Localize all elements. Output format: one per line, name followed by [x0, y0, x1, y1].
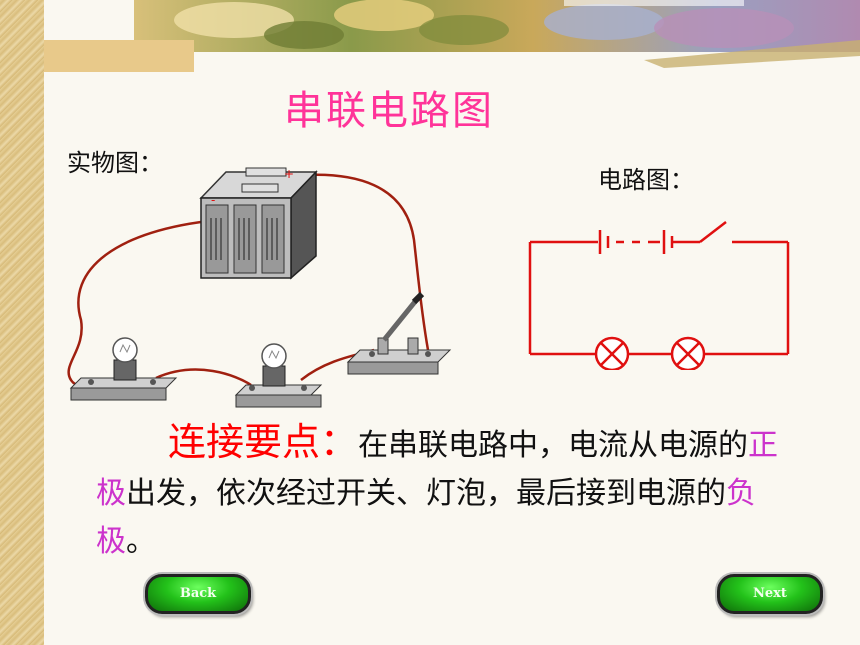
schematic-diagram-label: 电路图：: [598, 166, 694, 194]
next-button[interactable]: Next: [717, 574, 823, 614]
key-point-text: 连接要点：在串联电路中，电流从电源的正极出发，依次经过开关、灯泡，最后接到电源的…: [96, 420, 779, 559]
schematic-circuit-diagram: [528, 221, 790, 370]
physical-circuit-illustration: + -: [67, 167, 452, 408]
positive-pole-highlight: 正极: [96, 428, 779, 511]
paper-texture-strip: [0, 0, 44, 645]
negative-pole-highlight: 负极: [96, 476, 756, 559]
battery-plus-sign: +: [284, 167, 294, 181]
leaf-banner: [44, 0, 860, 72]
battery-minus-sign: -: [211, 193, 215, 207]
battery-icon: + -: [199, 167, 318, 280]
lamp-2-symbol: [670, 336, 706, 370]
back-button[interactable]: Back: [145, 574, 251, 614]
slide-title: 串联电路图: [284, 88, 494, 134]
slide-background: [44, 0, 860, 645]
lamp-1-symbol: [594, 336, 630, 370]
wire: [155, 368, 252, 387]
key-point-heading: 连接要点：: [168, 420, 359, 464]
bulb-1-icon: [69, 337, 178, 401]
bulb-2-icon: [234, 343, 323, 408]
physical-diagram-label: 实物图：: [67, 149, 163, 177]
switch-icon: [346, 291, 452, 375]
wire: [290, 173, 430, 351]
wire: [67, 218, 219, 387]
